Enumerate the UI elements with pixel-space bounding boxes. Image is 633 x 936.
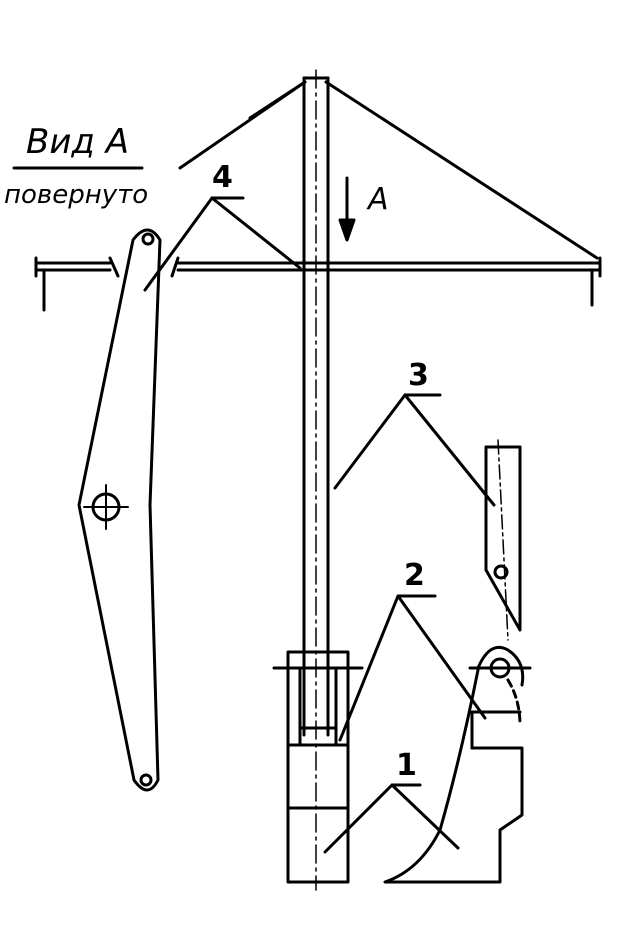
guy-wire-left-upper [248, 80, 307, 120]
leader-2 [338, 594, 487, 742]
view-a-arrow [338, 176, 356, 242]
guy-wire-right [324, 80, 599, 260]
callout-1: 1 [396, 748, 417, 783]
arrow-letter: А [368, 182, 389, 217]
view-a-link-arm [77, 228, 162, 792]
crossbar [34, 256, 602, 312]
callout-3: 3 [408, 358, 429, 393]
base-housing [272, 650, 364, 884]
view-subtitle: повернуто [4, 180, 149, 210]
mast-rod [302, 69, 330, 891]
leader-1 [323, 783, 460, 854]
leader-3 [333, 393, 496, 507]
leader-4 [143, 196, 302, 292]
detail-small-bar [484, 439, 522, 641]
callout-2: 2 [404, 558, 425, 593]
callout-4: 4 [212, 160, 233, 195]
view-title: Вид А [26, 122, 129, 162]
